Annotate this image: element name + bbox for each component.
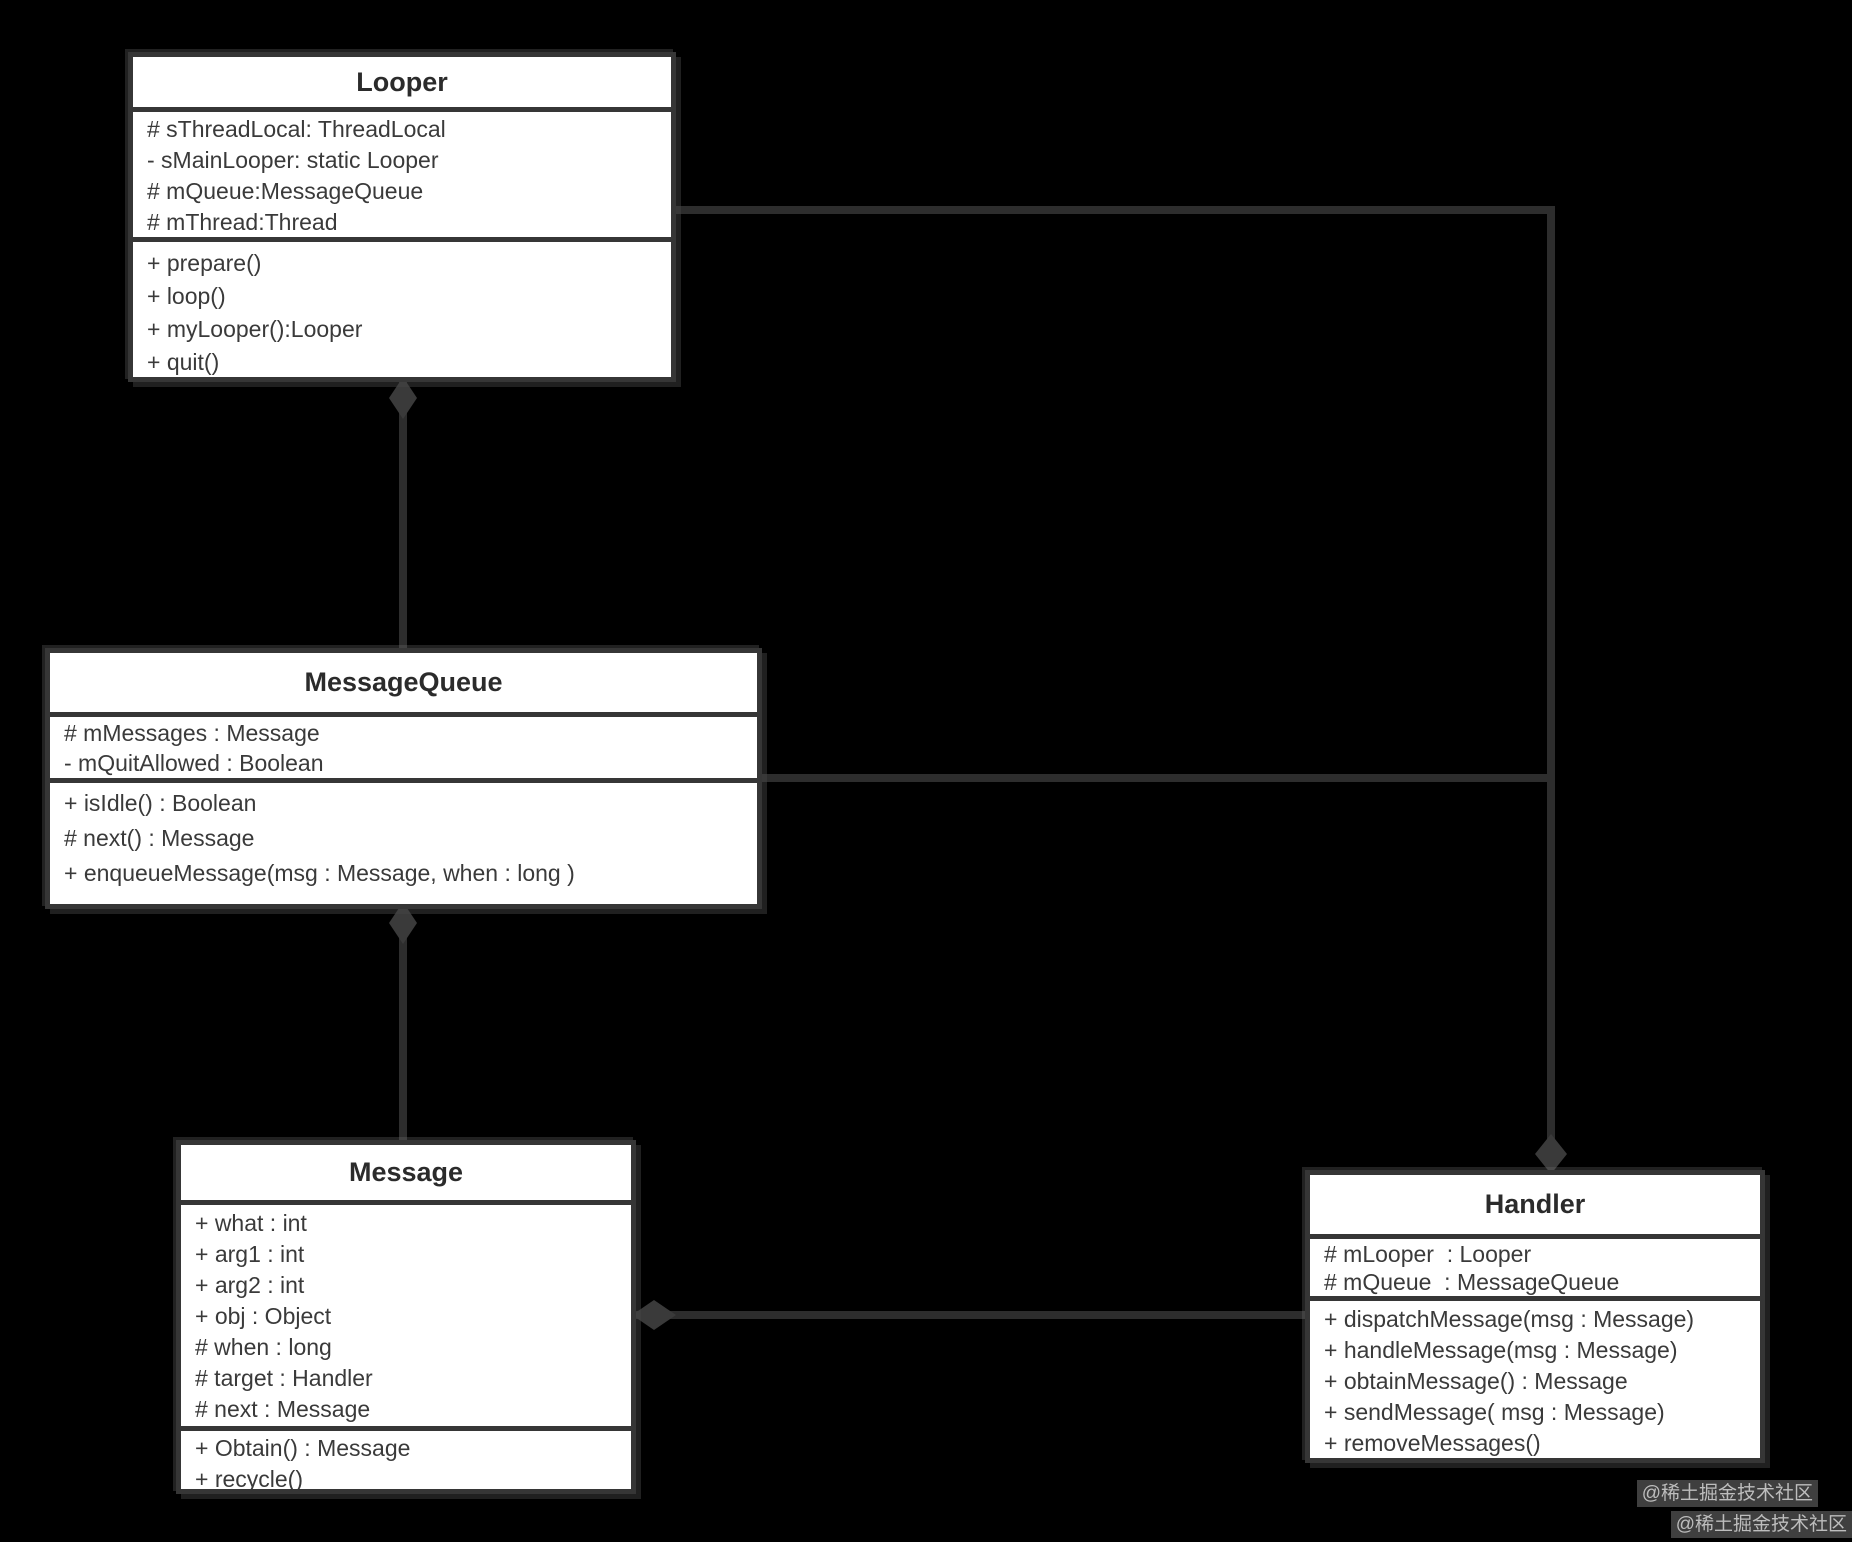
class-member: # mThread:Thread bbox=[147, 209, 338, 235]
aggregation-line-looper-handler-horizontal bbox=[674, 206, 1555, 214]
class-member: # mLooper : Looper bbox=[1324, 1241, 1532, 1267]
aggregation-line-handler-vertical bbox=[1547, 206, 1555, 1144]
class-title-messagequeue: MessageQueue bbox=[50, 653, 757, 717]
class-attributes-looper: # sThreadLocal: ThreadLocal - sMainLooper… bbox=[133, 112, 671, 242]
class-member: + recycle() bbox=[195, 1466, 303, 1489]
class-member: + what : int bbox=[195, 1210, 307, 1236]
class-member: # next() : Message bbox=[64, 825, 255, 851]
class-title-message: Message bbox=[181, 1145, 631, 1205]
class-box-handler: Handler # mLooper : Looper# mQueue : Mes… bbox=[1305, 1170, 1765, 1463]
class-member: + removeMessages() bbox=[1324, 1430, 1541, 1456]
class-member: + dispatchMessage(msg : Message) bbox=[1324, 1306, 1695, 1332]
class-attributes-handler: # mLooper : Looper# mQueue : MessageQueu… bbox=[1310, 1239, 1760, 1301]
class-methods-message: + Obtain() : Message + recycle() bbox=[181, 1431, 631, 1489]
class-member: # mQueue:MessageQueue bbox=[147, 178, 424, 204]
class-member: + myLooper():Looper bbox=[147, 316, 363, 342]
class-member: + loop() bbox=[147, 283, 226, 309]
class-methods-handler: + dispatchMessage(msg : Message) + handle… bbox=[1310, 1301, 1760, 1458]
aggregation-line-message-handler bbox=[634, 1311, 1307, 1319]
aggregation-diamond-message bbox=[632, 1300, 676, 1330]
class-member: + sendMessage( msg : Message) bbox=[1324, 1399, 1665, 1425]
class-title-handler: Handler bbox=[1310, 1175, 1760, 1239]
aggregation-line-messagequeue-message bbox=[399, 905, 407, 1142]
class-attributes-message: + what : int + arg1 : int + arg2 : int + ob… bbox=[181, 1205, 631, 1431]
class-member: # sThreadLocal: ThreadLocal bbox=[147, 116, 446, 142]
class-member: - mQuitAllowed : Boolean bbox=[64, 750, 324, 776]
class-member: + enqueueMessage(msg : Message, when : l… bbox=[64, 860, 575, 886]
watermark-text: @稀土掘金技术社区 bbox=[1670, 1511, 1852, 1538]
class-member: # mMessages : Message bbox=[64, 720, 320, 746]
class-member: # next : Message bbox=[195, 1396, 371, 1422]
class-member: + quit() bbox=[147, 349, 220, 375]
class-member: + Obtain() : Message bbox=[195, 1435, 411, 1461]
class-member: # when : long bbox=[195, 1334, 332, 1360]
class-methods-looper: + prepare() + loop() + myLooper():Looper + … bbox=[133, 242, 671, 377]
class-member: + obtainMessage() : Message bbox=[1324, 1368, 1628, 1394]
class-box-message: Message + what : int + arg1 : int + arg2 :… bbox=[176, 1140, 636, 1494]
class-title-looper: Looper bbox=[133, 57, 671, 112]
class-member: # target : Handler bbox=[195, 1365, 373, 1391]
aggregation-line-messagequeue-handler-horizontal bbox=[760, 774, 1555, 782]
watermark-text: @稀土掘金技术社区 bbox=[1636, 1480, 1818, 1507]
class-member: + obj : Object bbox=[195, 1303, 332, 1329]
aggregation-line-looper-messagequeue bbox=[399, 380, 407, 650]
class-methods-messagequeue: + isIdle() : Boolean # next() : Message + … bbox=[50, 783, 757, 904]
class-member: - sMainLooper: static Looper bbox=[147, 147, 439, 173]
class-member: # mQueue : MessageQueue bbox=[1324, 1269, 1620, 1295]
class-member: + isIdle() : Boolean bbox=[64, 790, 257, 816]
class-member: + handleMessage(msg : Message) bbox=[1324, 1337, 1678, 1363]
class-member: + arg1 : int bbox=[195, 1241, 305, 1267]
class-member: + prepare() bbox=[147, 250, 262, 276]
aggregation-diamond-handler bbox=[1535, 1134, 1567, 1174]
class-box-looper: Looper # sThreadLocal: ThreadLocal - sMai… bbox=[128, 52, 676, 382]
class-box-messagequeue: MessageQueue # mMessages : Message - mQui… bbox=[45, 648, 762, 909]
class-member: + arg2 : int bbox=[195, 1272, 305, 1298]
class-attributes-messagequeue: # mMessages : Message - mQuitAllowed : Bo… bbox=[50, 717, 757, 783]
aggregation-diamond-looper bbox=[389, 377, 417, 419]
